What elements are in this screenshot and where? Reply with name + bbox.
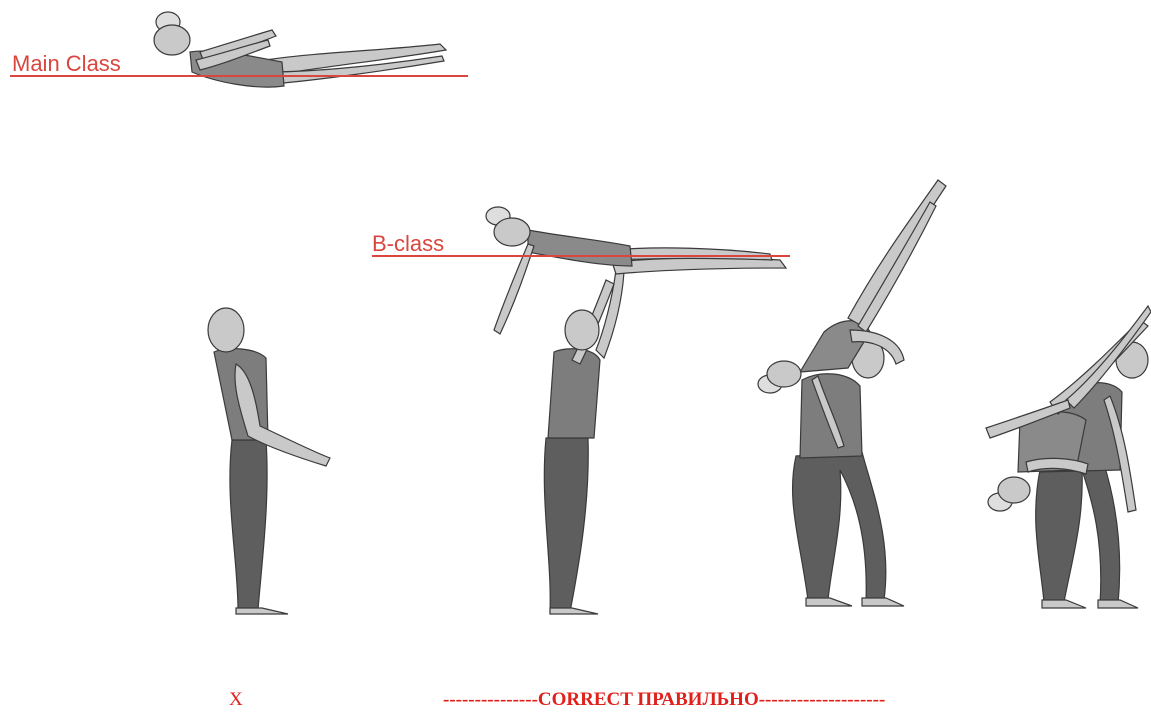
main-class-label: Main Class (12, 52, 121, 76)
wrap-descent-figure (986, 306, 1151, 608)
base-standing-figure (208, 308, 330, 614)
incorrect-mark: X (229, 689, 243, 711)
b-class-lift-figure (486, 207, 786, 614)
b-class-label: B-class (372, 232, 444, 256)
correct-caption: ---------------CORRECT ПРАВИЛЬНО--------… (443, 689, 885, 711)
forward-descent-figure (758, 180, 946, 606)
